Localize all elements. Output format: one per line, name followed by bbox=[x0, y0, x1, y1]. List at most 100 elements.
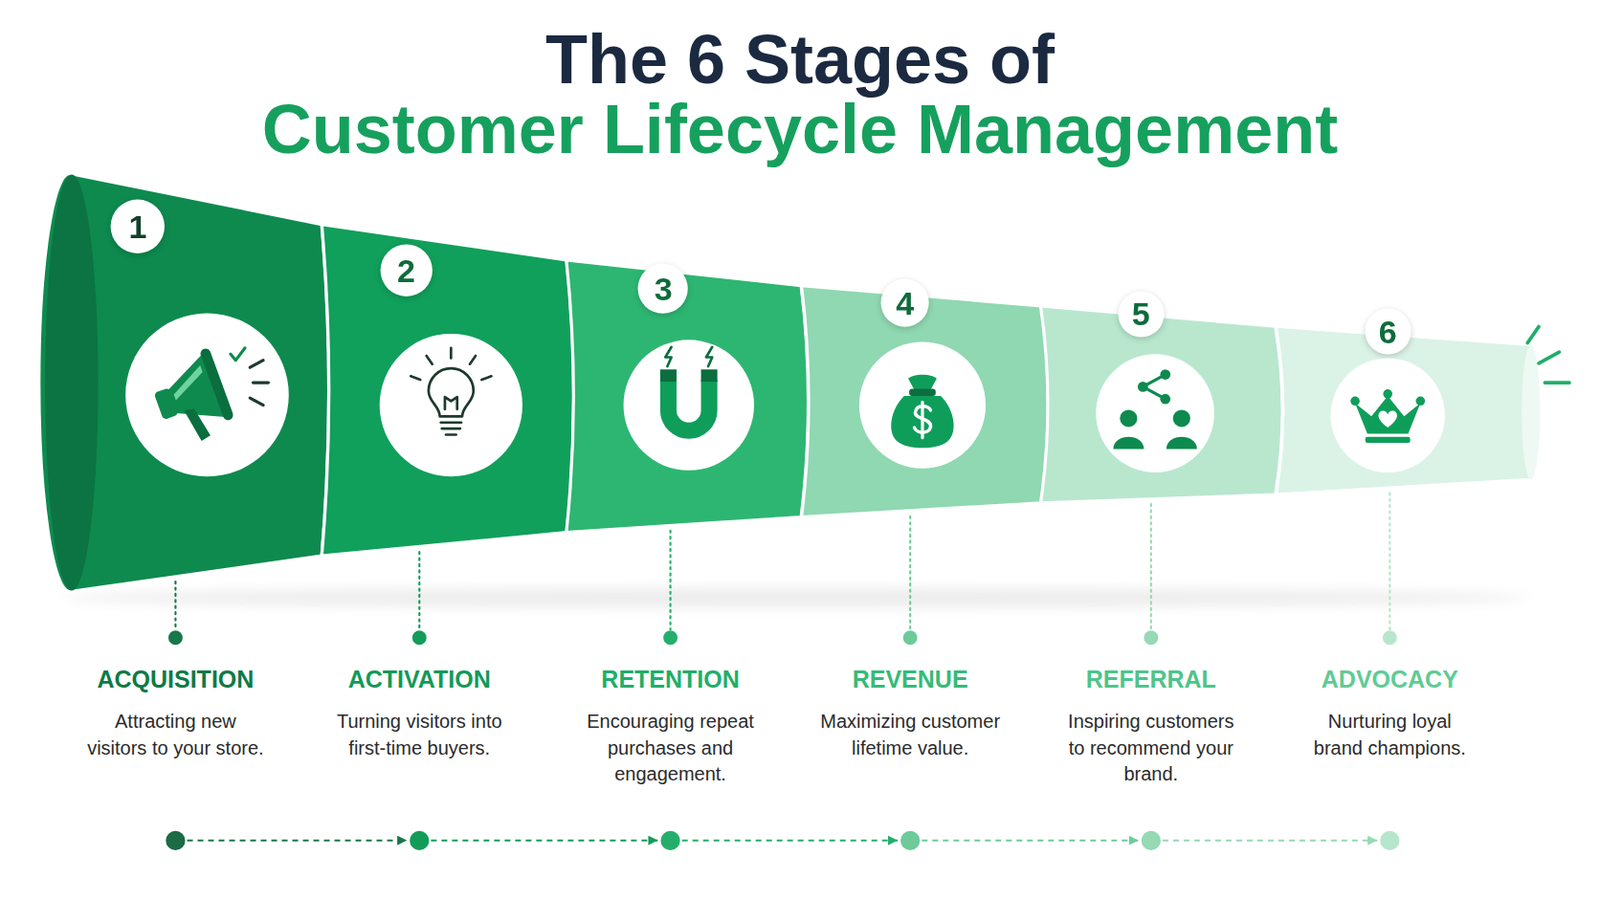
person-head bbox=[1173, 409, 1191, 427]
megaphone-handle bbox=[183, 404, 211, 444]
leader-line bbox=[909, 516, 912, 630]
sound-line bbox=[252, 381, 268, 385]
leader-lines bbox=[175, 492, 1390, 630]
share-node bbox=[1159, 394, 1171, 405]
crown-tip bbox=[1382, 389, 1393, 400]
funnel-stage: REVENUE Maximizing customer lifetime valu… bbox=[793, 168, 1028, 842]
diagram-title: The 6 Stages of bbox=[0, 24, 1600, 94]
magnet-tip bbox=[701, 369, 718, 382]
megaphone-highlight bbox=[167, 365, 209, 400]
step-badge: 4 bbox=[880, 278, 930, 328]
crown-base bbox=[1365, 437, 1411, 444]
step-number: 2 bbox=[379, 244, 433, 297]
referral-icon bbox=[1112, 369, 1197, 449]
flow-dot bbox=[660, 831, 680, 851]
step-number: 3 bbox=[637, 263, 689, 314]
step-badge: 3 bbox=[637, 263, 689, 314]
segment-shape bbox=[1041, 306, 1284, 504]
funnel-stage: ACTIVATIONTurning visitors into first-ti… bbox=[302, 168, 537, 842]
bag-body bbox=[890, 396, 954, 448]
icon-circle bbox=[1330, 358, 1445, 473]
flow-dot bbox=[1379, 831, 1400, 851]
check-mark bbox=[230, 348, 245, 361]
step-number: 5 bbox=[1117, 290, 1165, 338]
stage-name: ADVOCACY bbox=[1272, 665, 1508, 694]
spark-line bbox=[1527, 326, 1539, 343]
spark-line bbox=[1544, 380, 1570, 385]
person-body bbox=[1166, 437, 1198, 450]
flow-arrow bbox=[187, 840, 408, 843]
stage-name: REVENUE bbox=[793, 665, 1028, 694]
icon-circles bbox=[125, 313, 1445, 478]
badge-disc bbox=[379, 244, 432, 296]
crown-tip bbox=[1350, 397, 1360, 407]
title-subline: Customer Lifecycle Management bbox=[0, 94, 1600, 164]
funnel-stage: ADVOCACYNurturing loyal brand champions.… bbox=[1272, 168, 1508, 842]
lightning-bolt bbox=[706, 347, 712, 367]
megaphone-body bbox=[145, 347, 239, 451]
magnet-body bbox=[667, 379, 710, 431]
bulb-base bbox=[445, 433, 457, 437]
funnel-stage: RETENTIONEncouraging repeat purchases an… bbox=[553, 168, 788, 842]
dollar-symbol bbox=[913, 406, 931, 433]
bulb-base bbox=[442, 427, 461, 431]
spark-line bbox=[1538, 352, 1559, 364]
step-badge: 1 bbox=[110, 199, 166, 255]
megaphone-cap bbox=[154, 387, 179, 421]
bulb-base bbox=[441, 421, 462, 424]
step-badge: 5 bbox=[1117, 290, 1165, 338]
segment-shape bbox=[800, 286, 1048, 518]
icon-circle bbox=[379, 333, 523, 477]
icon-circle bbox=[1095, 354, 1215, 473]
leader-dot bbox=[412, 630, 427, 645]
funnel-mouth bbox=[44, 174, 98, 591]
spark-lines bbox=[1527, 326, 1570, 383]
step-badge: 2 bbox=[379, 244, 433, 297]
lightbulb-icon bbox=[410, 348, 491, 436]
step-number: 1 bbox=[110, 199, 166, 255]
money-bag-icon bbox=[890, 375, 954, 449]
flow-arrow bbox=[430, 840, 658, 843]
leader-line bbox=[1150, 504, 1153, 630]
flow-arrow bbox=[1162, 840, 1378, 843]
leader-line bbox=[1388, 492, 1391, 630]
leader-dot bbox=[903, 630, 918, 645]
megaphone-rim bbox=[199, 347, 235, 423]
bag-top bbox=[908, 375, 937, 391]
funnel-stage: REFERRALInspiring customers to recommend… bbox=[1033, 168, 1268, 842]
stage-name: ACTIVATION bbox=[302, 665, 537, 694]
leader-dot bbox=[1382, 630, 1398, 645]
sound-line bbox=[249, 398, 264, 405]
icon-circle bbox=[125, 313, 289, 478]
badge-disc bbox=[1117, 290, 1164, 337]
bulb-glass bbox=[428, 368, 474, 417]
badge-disc bbox=[881, 279, 930, 328]
flow-dot bbox=[900, 831, 920, 851]
magnet-tip bbox=[660, 369, 677, 382]
leader-dot bbox=[1143, 630, 1158, 645]
leader-dots bbox=[168, 630, 1398, 645]
share-line bbox=[1142, 386, 1165, 400]
flow-arrow bbox=[682, 840, 898, 843]
segment-shape bbox=[1275, 326, 1532, 495]
leader-line bbox=[669, 531, 672, 630]
icon-circle bbox=[859, 341, 986, 468]
flow-arrow bbox=[921, 840, 1138, 843]
crown-icon bbox=[1350, 389, 1425, 444]
bulb-ray bbox=[469, 355, 476, 365]
step-number: 4 bbox=[880, 278, 930, 328]
person-body bbox=[1112, 437, 1144, 450]
leader-line bbox=[174, 581, 177, 630]
stage-description: Inspiring customers to recommend your br… bbox=[1060, 709, 1243, 789]
megaphone-bell bbox=[159, 354, 225, 433]
icon-circle bbox=[623, 339, 755, 470]
stage-description: Maximizing customer lifetime value. bbox=[814, 709, 1006, 762]
dollar-symbol bbox=[920, 401, 924, 438]
bulb-ray bbox=[410, 376, 421, 380]
flow-dots bbox=[165, 831, 1400, 851]
bag-tie bbox=[909, 389, 936, 397]
person-head bbox=[1119, 409, 1137, 427]
badge-disc bbox=[111, 199, 165, 253]
crown-heart bbox=[1377, 410, 1397, 428]
flow-dot bbox=[409, 831, 429, 851]
